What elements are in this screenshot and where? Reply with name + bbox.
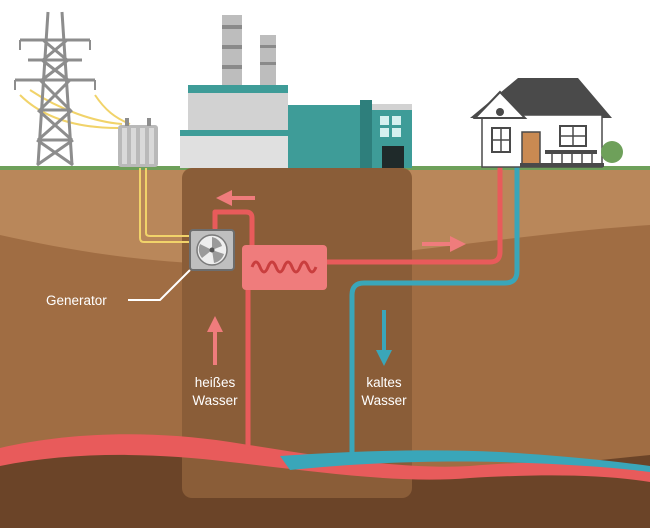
tower-wire-2 <box>29 89 123 125</box>
arrow-left-icon <box>216 190 255 206</box>
bush-icon <box>601 141 623 163</box>
transformer-icon <box>118 118 158 167</box>
cold-water-label-line2: Wasser <box>361 393 407 408</box>
water-reservoir <box>0 434 650 482</box>
exchanger-loop-left <box>212 209 243 231</box>
pylon-icon <box>14 11 96 167</box>
hot-water-label-line1: heißes <box>195 375 236 390</box>
cable-1 <box>139 168 190 243</box>
cable-2 <box>145 168 190 237</box>
hot-water-pipe-to-house <box>322 165 503 265</box>
cold-water-pipe-down <box>349 165 520 455</box>
heat-exchanger-icon <box>242 245 327 290</box>
power-plant-icon <box>180 15 412 168</box>
exchanger-loop-top <box>237 209 255 250</box>
tower-wire-1 <box>19 94 119 129</box>
arrow-up-icon <box>207 316 223 365</box>
hot-water-label-line2: Wasser <box>192 393 238 408</box>
house-icon <box>470 78 623 168</box>
flow-arrows <box>207 190 466 366</box>
cold-water-label-line1: kaltes <box>366 375 402 390</box>
generator-callout-line <box>128 269 191 301</box>
arrow-right-icon <box>422 236 466 252</box>
fan-icon <box>189 229 235 271</box>
arrow-down-icon <box>376 310 392 366</box>
cold-water-band <box>280 450 650 472</box>
cables <box>19 89 190 243</box>
generator-label: Generator <box>46 293 107 308</box>
pipes <box>212 165 520 455</box>
